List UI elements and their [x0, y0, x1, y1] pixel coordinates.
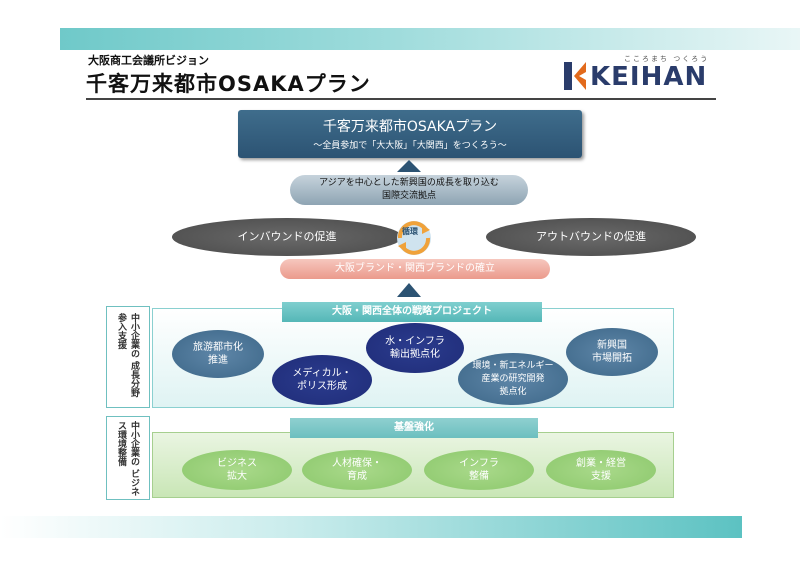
- side-label-business-env: 中小企業の ビジネス環境整備: [106, 416, 150, 500]
- plan-title: 千客万来都市OSAKAプラン: [322, 119, 498, 135]
- strategy-header: 大阪・関西全体の戦略プロジェクト: [282, 302, 542, 322]
- top-accent-band: [60, 28, 800, 50]
- project-water: 水・インフラ輸出拠点化: [366, 323, 464, 373]
- foundation-startup-l1: 創業・経営: [576, 458, 626, 469]
- side-label-growth-support: 中小企業の 成長分野参入支援: [106, 306, 150, 408]
- project-water-l2: 輸出拠点化: [389, 349, 440, 360]
- logo-tagline: こころまち つくろう: [624, 55, 710, 63]
- hub-line1: アジアを中心とした新興国の成長を取り込む: [319, 178, 499, 188]
- side-label-env-text: 中小企業の ビジネス環境整備: [116, 421, 139, 497]
- arrow-up-icon: [397, 283, 421, 297]
- project-energy-l3: 拠点化: [499, 386, 527, 397]
- foundation-infra-l2: 整備: [468, 471, 489, 482]
- title-rule: [86, 98, 716, 100]
- foundation-startup-l2: 支援: [591, 471, 611, 482]
- project-emerging-l2: 市場開拓: [592, 353, 632, 364]
- brand-box: 大阪ブランド・関西ブランドの確立: [280, 259, 550, 279]
- page-title: 千客万来都市OSAKAプラン: [86, 72, 371, 96]
- project-medical-l1: メディカル・: [292, 368, 352, 379]
- project-tourism-l2: 推進: [208, 355, 228, 366]
- foundation-business-l2: 拡大: [227, 471, 247, 482]
- logo-wordmark: KEIHAN: [590, 62, 708, 92]
- project-emerging-l1: 新興国: [597, 340, 627, 351]
- plan-tagline: ～全員参加で「大大阪」「大関西」をつくろう～: [313, 141, 507, 151]
- project-emerging: 新興国市場開拓: [566, 328, 658, 376]
- project-tourism: 旅游都市化推進: [172, 330, 264, 378]
- project-medical-l2: ポリス形成: [297, 381, 347, 392]
- foundation-talent-l2: 育成: [347, 471, 367, 482]
- outbound-ellipse: アウトバウンドの促進: [486, 218, 696, 256]
- foundation-header: 基盤強化: [290, 418, 538, 438]
- cycle-label: 循環: [402, 227, 418, 236]
- page-subtitle: 大阪商工会議所ビジョン: [88, 54, 209, 67]
- foundation-startup: 創業・経営支援: [546, 450, 656, 490]
- project-tourism-l1: 旅游都市化: [193, 342, 243, 353]
- arrow-up-icon: [397, 160, 421, 172]
- side-label-growth-text: 中小企業の 成長分野参入支援: [116, 313, 139, 398]
- project-water-l1: 水・インフラ: [385, 336, 445, 347]
- foundation-talent: 人材確保・育成: [302, 450, 412, 490]
- foundation-infra: インフラ整備: [424, 450, 534, 490]
- foundation-business: ビジネス拡大: [182, 450, 292, 490]
- hub-line2: 国際交流拠点: [381, 191, 436, 201]
- project-energy-l1: 環境・新エネルギー: [472, 360, 554, 371]
- project-energy: 環境・新エネルギー産業の研究開発拠点化: [458, 353, 568, 405]
- plan-title-box: 千客万来都市OSAKAプラン ～全員参加で「大大阪」「大関西」をつくろう～: [238, 110, 582, 158]
- project-energy-l2: 産業の研究開発: [481, 373, 545, 384]
- project-medical: メディカル・ポリス形成: [272, 355, 372, 405]
- bottom-accent-band: [0, 516, 742, 538]
- foundation-infra-l1: インフラ: [459, 458, 499, 469]
- foundation-talent-l1: 人材確保・: [332, 458, 382, 469]
- foundation-business-l1: ビジネス: [217, 458, 257, 469]
- cycle-arrows-icon: [397, 221, 431, 255]
- inbound-ellipse: インバウンドの促進: [172, 218, 402, 256]
- keihan-logo-icon: [564, 62, 586, 90]
- hub-box: アジアを中心とした新興国の成長を取り込む 国際交流拠点: [290, 175, 528, 205]
